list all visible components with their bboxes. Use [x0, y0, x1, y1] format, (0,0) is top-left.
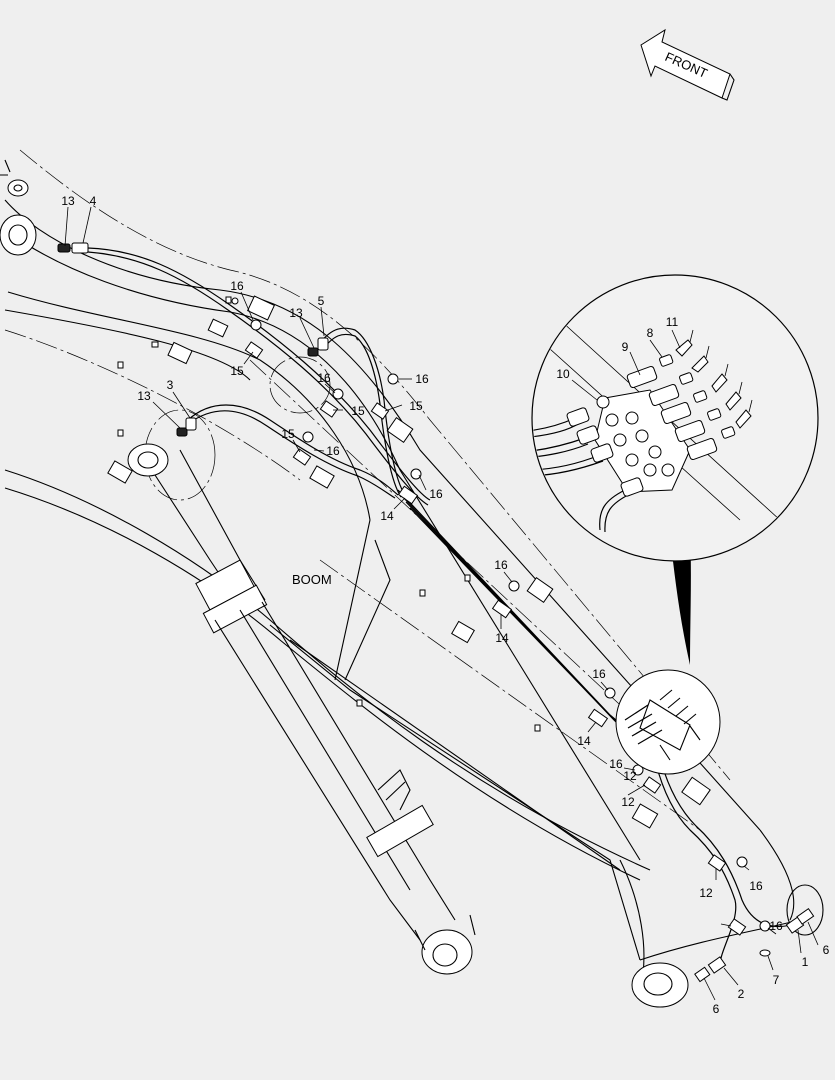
callout-5: 5 — [318, 294, 325, 308]
callout-14: 14 — [577, 734, 591, 748]
callout-12: 12 — [621, 795, 635, 809]
callout-11: 11 — [666, 315, 679, 329]
callout-16: 16 — [415, 372, 429, 386]
leader-lines — [64, 206, 819, 1001]
callout-6: 6 — [823, 943, 830, 957]
front-arrow: FRONT — [640, 28, 735, 101]
callout-16: 16 — [769, 919, 783, 933]
valve-block-small — [615, 669, 721, 775]
detail-circle — [531, 274, 819, 562]
callout-16: 16 — [609, 757, 623, 771]
callout-15: 15 — [351, 404, 365, 418]
callout-16: 16 — [494, 558, 508, 572]
callout-16: 16 — [230, 279, 244, 293]
callout-7: 7 — [773, 973, 780, 987]
callout-9: 9 — [622, 340, 629, 354]
callout-10: 10 — [556, 367, 570, 381]
callout-6: 6 — [713, 1002, 720, 1016]
boom-cylinder — [127, 409, 476, 975]
callout-3: 3 — [167, 378, 174, 392]
fitting-13a — [57, 243, 71, 253]
callout-15: 15 — [281, 427, 295, 441]
callout-16: 16 — [749, 879, 763, 893]
callout-16: 16 — [429, 487, 443, 501]
fittings — [57, 242, 815, 983]
callout-13: 13 — [289, 306, 303, 320]
callout-1: 1 — [802, 955, 809, 969]
callout-4: 4 — [90, 194, 97, 208]
callout-12: 12 — [699, 886, 713, 900]
callout-16: 16 — [317, 371, 331, 385]
callout-8: 8 — [647, 326, 654, 340]
callouts: 13 4 16 13 5 16 16 15 15 15 13 3 15 16 1… — [61, 194, 829, 1016]
callout-13: 13 — [61, 194, 75, 208]
callout-12: 12 — [623, 769, 637, 783]
fitting-4 — [71, 242, 89, 254]
boom-structure — [0, 149, 824, 1008]
leader-wedge — [670, 530, 691, 665]
callout-14: 14 — [380, 509, 394, 523]
callout-14: 14 — [495, 631, 509, 645]
callout-13: 13 — [137, 389, 151, 403]
callout-16: 16 — [592, 667, 606, 681]
callout-15: 15 — [230, 364, 244, 378]
callout-15: 15 — [409, 399, 423, 413]
boom-label: BOOM — [292, 572, 332, 587]
callout-16: 16 — [326, 444, 340, 458]
callout-2: 2 — [738, 987, 745, 1001]
